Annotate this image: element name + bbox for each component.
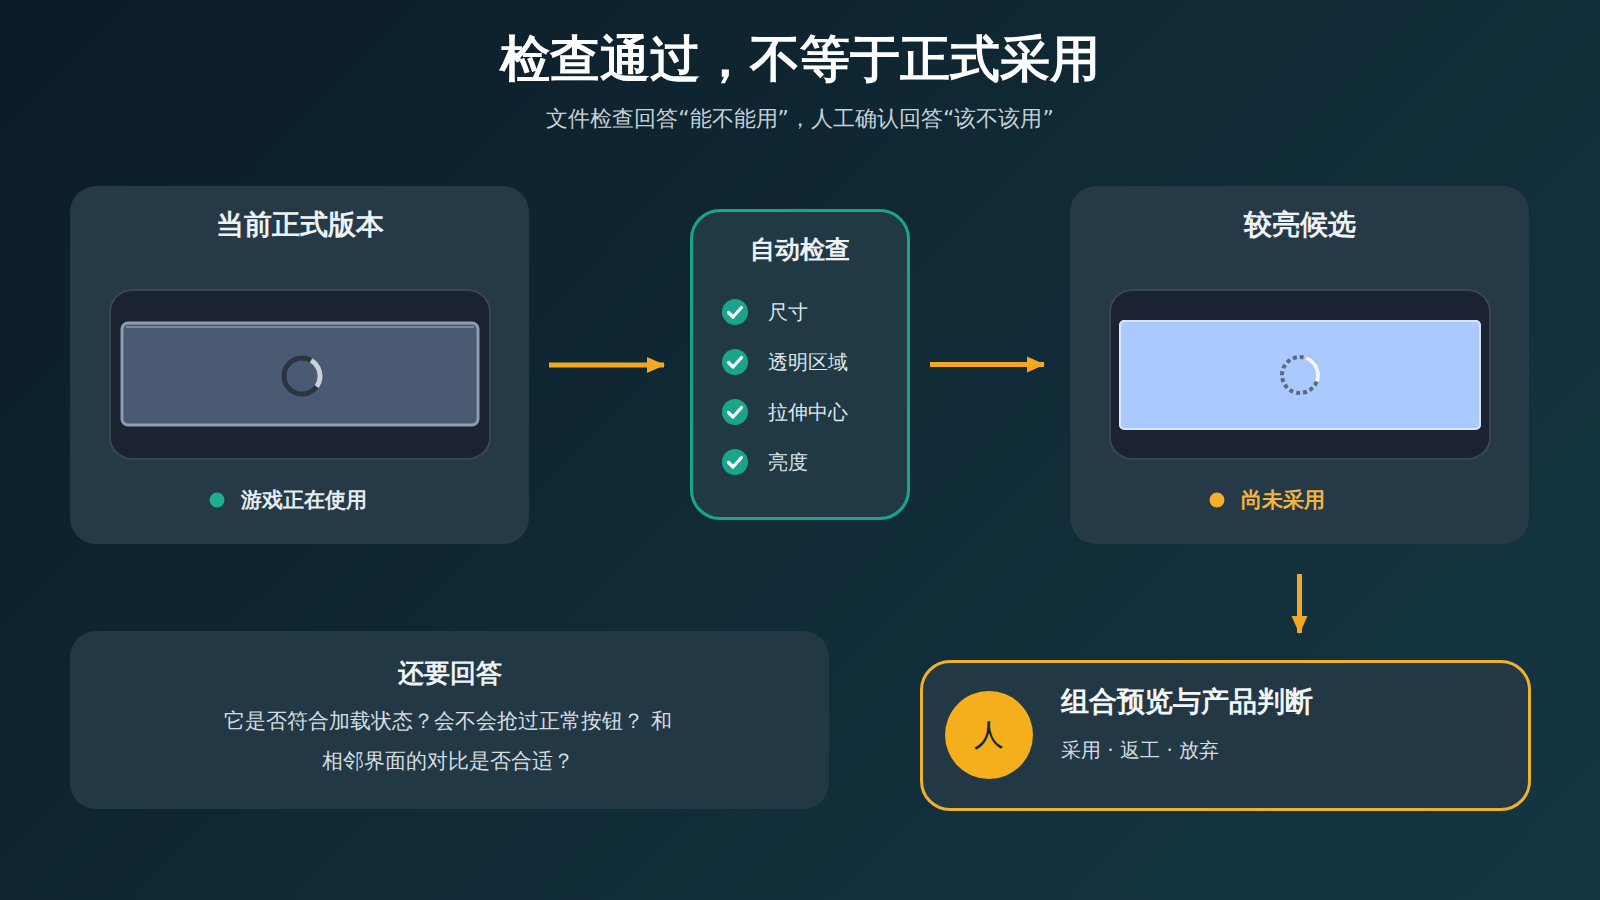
check-circle	[722, 399, 748, 425]
version-panel: 当前正式版本游戏正在使用	[70, 186, 529, 544]
node-text: 尚未采用	[1241, 486, 1441, 514]
diagram-title: 检查通过，不等于正式采用	[0, 28, 1600, 90]
check-mark	[729, 358, 742, 368]
check-icon	[721, 298, 749, 326]
spinner-track	[284, 358, 320, 394]
spinner-arc	[1277, 352, 1323, 398]
node-heading: 还要回答	[70, 656, 829, 690]
node-heading: 自动检查	[693, 234, 907, 266]
check-box: 自动检查尺寸透明区域拉伸中心亮度	[690, 209, 910, 520]
check-circle	[722, 449, 748, 475]
status-dot-shape	[210, 493, 225, 508]
button-frame	[110, 290, 490, 459]
flow-arrow	[1297, 574, 1302, 633]
node-heading: 当前正式版本	[70, 207, 529, 243]
node-heading: 较亮候选	[1070, 207, 1529, 243]
node-text: 尺寸	[768, 298, 908, 326]
node-text: 游戏正在使用	[241, 486, 461, 514]
check-icon	[721, 348, 749, 376]
node-heading: 组合预览与产品判断	[1061, 684, 1501, 720]
button-preview	[122, 323, 478, 425]
human-review-box: 人组合预览与产品判断采用 · 返工 · 放弃	[920, 660, 1531, 811]
check-icon	[721, 448, 749, 476]
node-text: 亮度	[768, 448, 908, 476]
status-dot	[1203, 486, 1231, 514]
check-circle	[722, 299, 748, 325]
flow-arrow	[930, 362, 1044, 367]
button-highlight	[126, 326, 474, 328]
node-heading: 人	[945, 715, 1033, 755]
status-dot	[203, 486, 231, 514]
button-frame	[1110, 290, 1490, 459]
spinner-arc	[277, 351, 326, 400]
question-panel: 还要回答它是否符合加载状态？会不会抢过正常按钮？ 和相邻界面的对比是否合适？	[70, 631, 829, 809]
node-text: 它是否符合加载状态？会不会抢过正常按钮？ 和相邻界面的对比是否合适？	[222, 701, 674, 781]
check-circle	[722, 349, 748, 375]
node-text: 采用 · 返工 · 放弃	[1061, 736, 1501, 764]
node-text: 透明区域	[768, 348, 908, 376]
check-mark	[729, 458, 742, 468]
flow-arrow	[549, 363, 664, 368]
node-text: 拉伸中心	[768, 398, 908, 426]
spinner-track	[1282, 357, 1318, 393]
check-mark	[729, 308, 742, 318]
status-dot-shape	[1210, 493, 1225, 508]
check-mark	[729, 408, 742, 418]
candidate-panel: 较亮候选尚未采用	[1070, 186, 1529, 544]
subtitle: 文件检查回答“能不能用”，人工确认回答“该不该用”	[0, 104, 1600, 134]
button-preview	[1120, 321, 1480, 429]
person-badge: 人	[945, 691, 1033, 779]
check-icon	[721, 398, 749, 426]
